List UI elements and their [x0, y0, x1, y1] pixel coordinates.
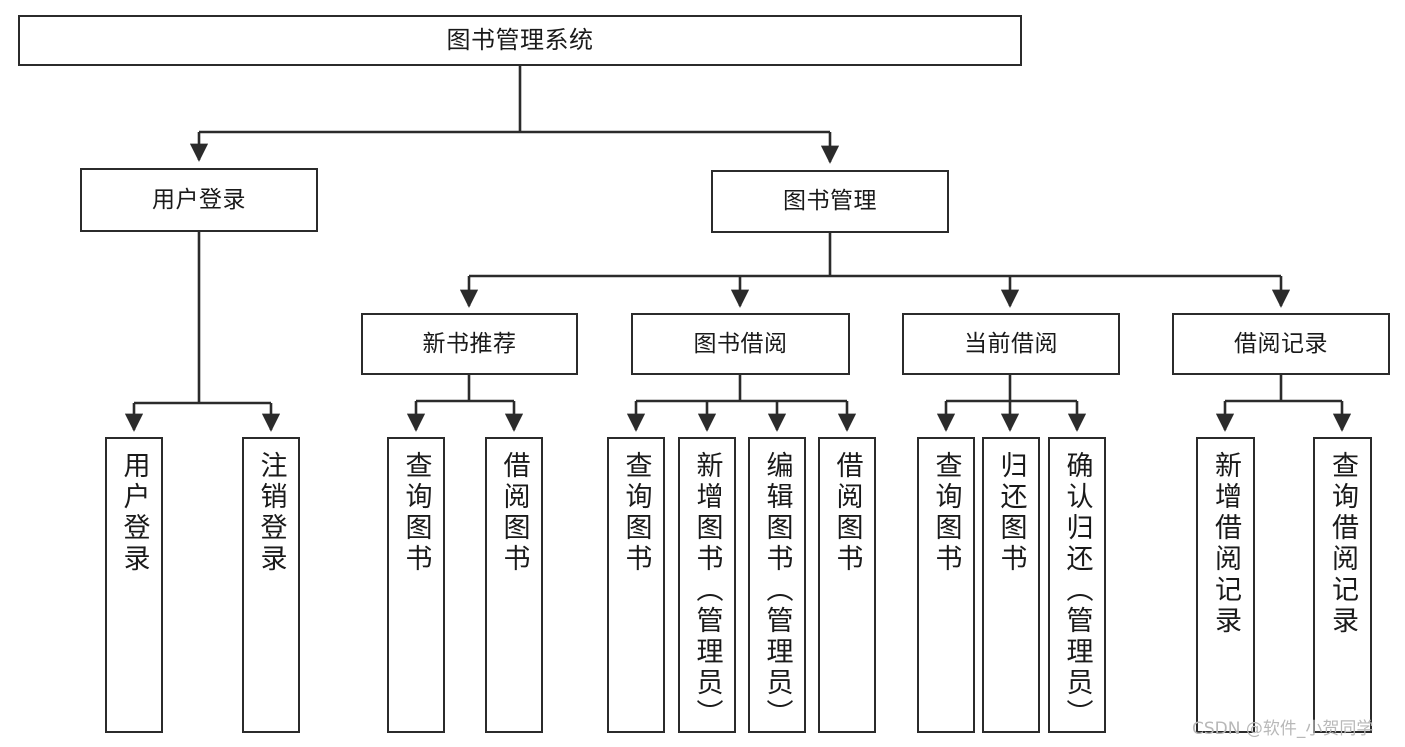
- leaf-current-confirm-return-admin[interactable]: 确认归还（管理员）: [1048, 437, 1106, 733]
- node-book-management[interactable]: 图书管理: [711, 170, 949, 233]
- leaf-user-login-signin[interactable]: 用户登录: [105, 437, 163, 733]
- leaf-borrow-query-book[interactable]: 查询图书: [607, 437, 665, 733]
- node-label: 当前借阅: [964, 330, 1058, 357]
- leaf-borrow-add-book-admin[interactable]: 新增图书（管理员）: [678, 437, 736, 733]
- node-label: 查询图书: [400, 451, 432, 575]
- node-label: 注销登录: [255, 451, 287, 575]
- node-label: 编辑图书（管理员）: [761, 451, 793, 730]
- leaf-records-query-record[interactable]: 查询借阅记录: [1313, 437, 1372, 733]
- node-label: 归还图书: [995, 451, 1027, 575]
- leaf-borrow-borrow-book[interactable]: 借阅图书: [818, 437, 876, 733]
- node-label: 图书管理: [783, 188, 877, 215]
- node-label: 借阅记录: [1234, 330, 1328, 357]
- leaf-borrow-edit-book-admin[interactable]: 编辑图书（管理员）: [748, 437, 806, 733]
- node-label: 查询图书: [930, 451, 962, 575]
- node-label: 图书借阅: [693, 330, 788, 357]
- leaf-current-return-book[interactable]: 归还图书: [982, 437, 1040, 733]
- leaf-user-login-logout[interactable]: 注销登录: [242, 437, 300, 733]
- leaf-records-add-record[interactable]: 新增借阅记录: [1196, 437, 1255, 733]
- csdn-watermark: CSDN @软件_小贺同学: [1192, 719, 1374, 739]
- node-current-borrowing[interactable]: 当前借阅: [902, 313, 1120, 375]
- leaf-current-query-book[interactable]: 查询图书: [917, 437, 975, 733]
- node-label: 查询借阅记录: [1327, 451, 1358, 637]
- node-user-login[interactable]: 用户登录: [80, 168, 318, 232]
- node-label: 新书推荐: [422, 330, 517, 357]
- node-label: 确认归还（管理员）: [1061, 451, 1093, 730]
- node-book-borrowing[interactable]: 图书借阅: [631, 313, 850, 375]
- node-label: 图书管理系统: [446, 25, 594, 54]
- node-label: 借阅图书: [831, 451, 863, 575]
- node-label: 用户登录: [152, 186, 246, 213]
- leaf-new-book-query[interactable]: 查询图书: [387, 437, 445, 733]
- node-label: 用户登录: [118, 451, 150, 575]
- leaf-new-book-borrow[interactable]: 借阅图书: [485, 437, 543, 733]
- node-borrowing-records[interactable]: 借阅记录: [1172, 313, 1390, 375]
- node-book-management-system[interactable]: 图书管理系统: [18, 15, 1022, 66]
- node-new-book-recommendation[interactable]: 新书推荐: [361, 313, 578, 375]
- node-label: 借阅图书: [498, 451, 530, 575]
- node-label: 新增图书（管理员）: [691, 451, 723, 730]
- node-label: 新增借阅记录: [1210, 451, 1241, 637]
- node-label: 查询图书: [620, 451, 652, 575]
